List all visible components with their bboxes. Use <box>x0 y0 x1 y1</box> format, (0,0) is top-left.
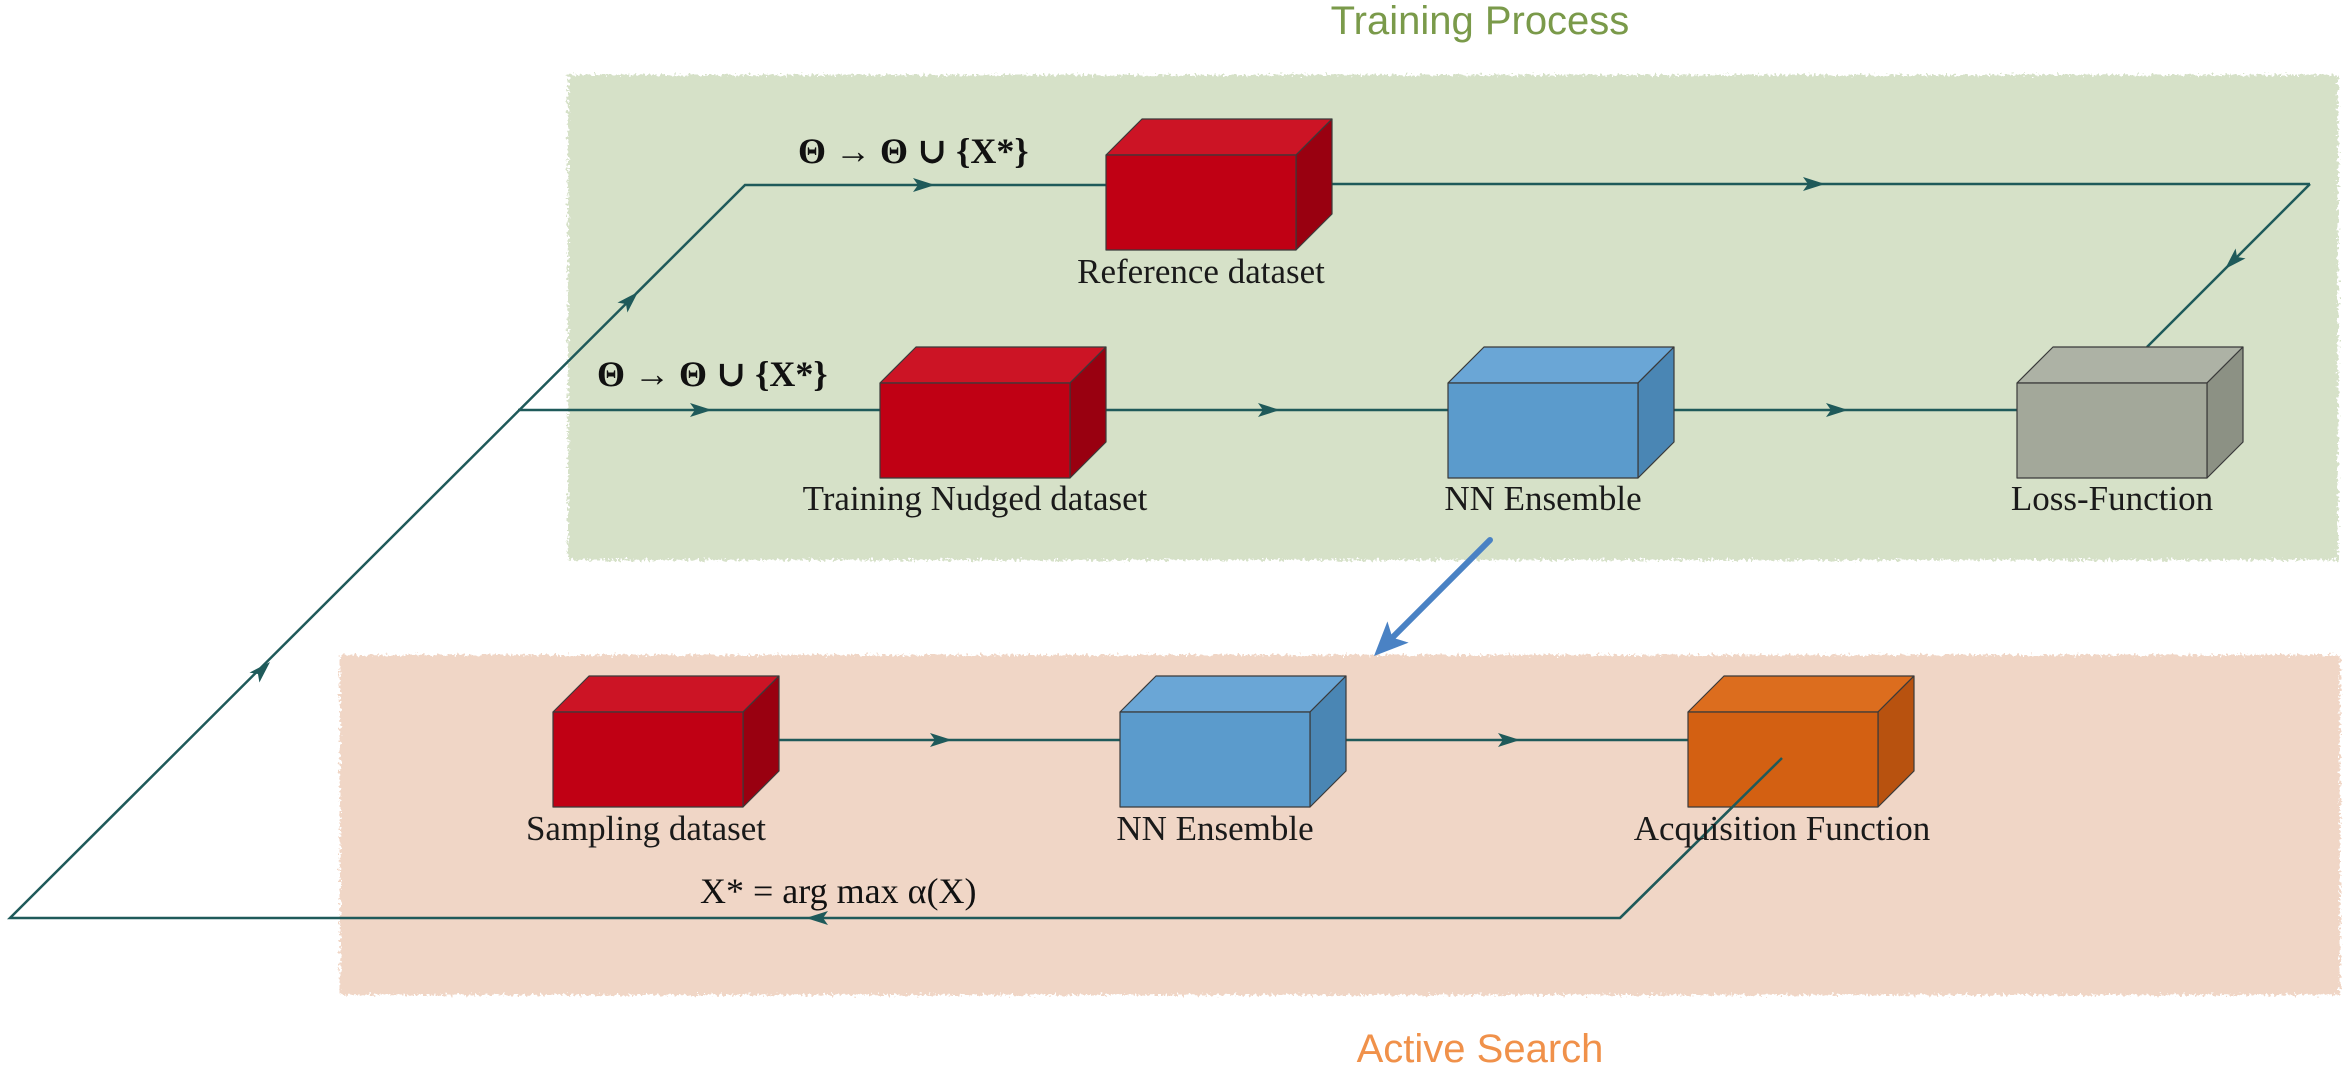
loss-function-box <box>2016 346 2244 479</box>
arrowhead-feedback-left <box>806 911 828 925</box>
nn-ensemble-training-label: NN Ensemble <box>1444 479 1641 518</box>
training-nudged-dataset-box <box>879 346 1107 479</box>
nn-ensemble-active-label: NN Ensemble <box>1116 809 1313 848</box>
reference-dataset-label: Reference dataset <box>1077 252 1325 291</box>
box-top-face <box>1447 346 1675 384</box>
model-transfer-arrowhead <box>1374 621 1409 656</box>
training-process-title: Training Process <box>1331 0 1630 43</box>
box-front-face <box>1105 154 1297 251</box>
arrowhead-to-reference <box>913 178 935 192</box>
training-process-region: Training Process <box>568 0 2338 560</box>
reference-dataset-box <box>1105 118 1333 251</box>
box-front-face <box>1687 711 1879 808</box>
acquisition-function-box <box>1687 675 1915 808</box>
loss-function-label: Loss-Function <box>2011 479 2213 518</box>
box-front-face <box>879 382 1071 479</box>
active-search-title: Active Search <box>1357 1027 1604 1071</box>
dataset-update-equation-middle: Θ → Θ ∪ {X*} <box>597 354 828 394</box>
model-transfer-line <box>1387 537 1493 643</box>
box-front-face <box>1119 711 1311 808</box>
box-top-face <box>879 346 1107 384</box>
flow-arrowheads <box>249 177 2246 925</box>
box-front-face <box>552 711 744 808</box>
box-top-face <box>1687 675 1915 713</box>
training-process-background <box>568 75 2338 560</box>
arrowhead-loss-diagonal <box>2225 248 2246 269</box>
sampling-dataset-box <box>552 675 780 808</box>
arrowhead-sampling-to-nn <box>930 733 952 747</box>
training-nudged-dataset-label: Training Nudged dataset <box>803 479 1148 518</box>
box-top-face <box>1119 675 1347 713</box>
arrowhead-loop-up-upper <box>617 292 638 313</box>
arrowhead-reference-to-loss <box>1803 177 1825 191</box>
nn-ensemble-training-box <box>1447 346 1675 479</box>
arrowhead-nn-to-acquisition <box>1498 733 1520 747</box>
acquisition-function-label: Acquisition Function <box>1634 809 1931 848</box>
sampling-dataset-label: Sampling dataset <box>526 809 766 848</box>
acquisition-output-line <box>1619 757 1783 919</box>
box-front-face <box>2016 382 2208 479</box>
arrowhead-training-to-nn <box>1258 403 1280 417</box>
box-top-face <box>1105 118 1333 156</box>
arrowhead-nn-to-loss <box>1826 403 1848 417</box>
box-top-face <box>552 675 780 713</box>
nn-ensemble-active-box <box>1119 675 1347 808</box>
box-top-face <box>2016 346 2244 384</box>
arrowhead-loop-up-lower <box>249 662 270 683</box>
arrowhead-to-training-nudged <box>690 403 712 417</box>
box-front-face <box>1447 382 1639 479</box>
model-transfer-arrow <box>1374 537 1493 656</box>
dataset-update-equation-top: Θ → Θ ∪ {X*} <box>798 131 1029 171</box>
argmax-equation: X* = arg max α(X) <box>700 871 976 911</box>
